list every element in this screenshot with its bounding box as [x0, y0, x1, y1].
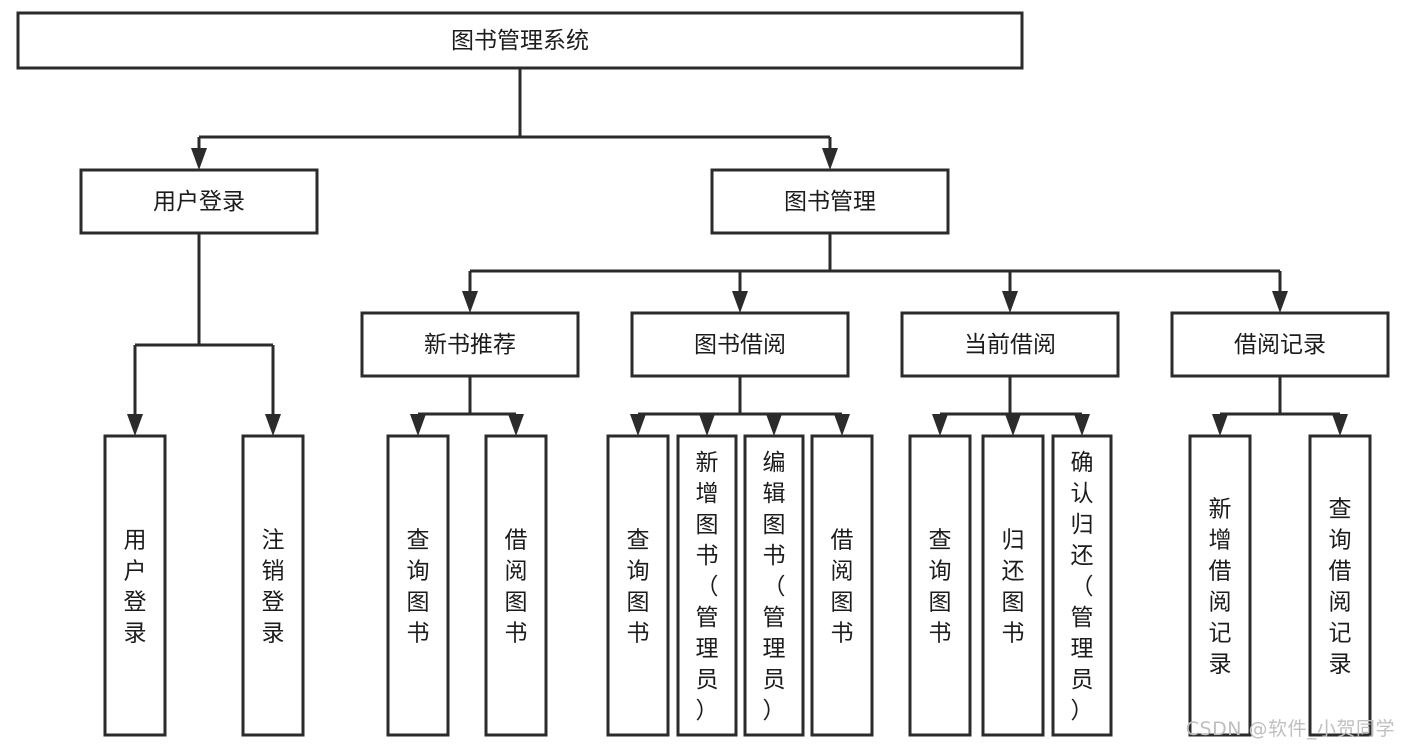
nodes-layer: 图书管理系统用户登录图书管理新书推荐图书借阅当前借阅借阅记录用户登录注销登录查询… [16, 11, 1390, 737]
node-leaf-query-book-3[interactable]: 查询图书 [908, 434, 972, 737]
node-leaf-borrow-book-2[interactable]: 借阅图书 [810, 434, 874, 737]
node-leaf-query-book-1[interactable]: 查询图书 [386, 434, 450, 737]
node-label: 用户登录 [124, 528, 147, 647]
node-book-borrow[interactable]: 图书借阅 [630, 311, 850, 378]
node-box[interactable] [360, 311, 580, 378]
node-leaf-query-record[interactable]: 查询借阅记录 [1308, 434, 1372, 737]
node-leaf-edit-book[interactable]: 编辑图书（管理员） [743, 434, 805, 737]
arrow-head [410, 414, 426, 436]
node-box[interactable] [16, 11, 1024, 70]
arrow-head [1074, 414, 1090, 436]
node-label: 确认归还（管理员） [1071, 450, 1094, 724]
arrow-head [1002, 291, 1018, 313]
node-box[interactable] [1308, 434, 1372, 737]
node-box[interactable] [1051, 434, 1113, 737]
arrow-head [766, 414, 782, 436]
arrow-head [508, 414, 524, 436]
node-label: 编辑图书（管理员） [763, 450, 786, 724]
node-leaf-user-login[interactable]: 用户登录 [103, 434, 167, 737]
node-box[interactable] [606, 434, 670, 737]
node-label: 当前借阅 [964, 332, 1056, 358]
arrow-head [732, 291, 748, 313]
arrow-head [1332, 414, 1348, 436]
node-label: 图书管理 [784, 189, 876, 215]
node-leaf-add-record[interactable]: 新增借阅记录 [1188, 434, 1252, 737]
edges-layer [127, 68, 1348, 436]
node-box[interactable] [810, 434, 874, 737]
node-new-book-rec[interactable]: 新书推荐 [360, 311, 580, 378]
arrow-head [630, 414, 646, 436]
arrow-head [932, 414, 948, 436]
node-box[interactable] [79, 168, 319, 235]
arrow-head [834, 414, 850, 436]
node-user-login[interactable]: 用户登录 [79, 168, 319, 235]
node-label: 注销登录 [262, 528, 285, 647]
node-current-borrow[interactable]: 当前借阅 [900, 311, 1120, 378]
arrow-head [699, 414, 715, 436]
node-label: 归还图书 [1002, 528, 1025, 647]
node-box[interactable] [386, 434, 450, 737]
node-leaf-borrow-book-1[interactable]: 借阅图书 [484, 434, 548, 737]
node-box[interactable] [908, 434, 972, 737]
node-leaf-add-book[interactable]: 新增图书（管理员） [676, 434, 738, 737]
node-label: 查询图书 [627, 528, 650, 647]
node-label: 新书推荐 [424, 332, 516, 358]
node-label: 查询图书 [407, 528, 430, 647]
node-leaf-query-book-2[interactable]: 查询图书 [606, 434, 670, 737]
arrow-head [462, 291, 478, 313]
node-label: 查询图书 [929, 528, 952, 647]
node-borrow-record[interactable]: 借阅记录 [1170, 311, 1390, 378]
node-label: 借阅图书 [505, 528, 528, 647]
arrow-head [1272, 291, 1288, 313]
arrow-head [127, 414, 143, 436]
node-label: 查询借阅记录 [1329, 497, 1352, 678]
arrow-head [1212, 414, 1228, 436]
node-box[interactable] [981, 434, 1045, 737]
csdn-watermark: CSDN @软件_小贺同学 [1185, 718, 1395, 740]
node-label: 图书借阅 [694, 332, 786, 358]
node-root[interactable]: 图书管理系统 [16, 11, 1024, 70]
node-box[interactable] [743, 434, 805, 737]
arrow-head [265, 414, 281, 436]
node-box[interactable] [103, 434, 167, 737]
node-label: 借阅记录 [1234, 332, 1326, 358]
arrow-head [1005, 414, 1021, 436]
node-box[interactable] [484, 434, 548, 737]
node-label: 新增图书（管理员） [696, 450, 719, 724]
node-box[interactable] [1188, 434, 1252, 737]
node-leaf-confirm-return[interactable]: 确认归还（管理员） [1051, 434, 1113, 737]
node-box[interactable] [900, 311, 1120, 378]
node-label: 借阅图书 [831, 528, 854, 647]
node-label: 新增借阅记录 [1209, 497, 1232, 678]
node-book-manage[interactable]: 图书管理 [710, 168, 950, 235]
node-label: 用户登录 [153, 189, 245, 215]
node-leaf-logout[interactable]: 注销登录 [241, 434, 305, 737]
node-box[interactable] [710, 168, 950, 235]
node-leaf-return-book[interactable]: 归还图书 [981, 434, 1045, 737]
node-label: 图书管理系统 [451, 28, 589, 54]
node-box[interactable] [241, 434, 305, 737]
node-box[interactable] [676, 434, 738, 737]
arrow-head [191, 148, 207, 170]
node-box[interactable] [1170, 311, 1390, 378]
arrow-head [822, 148, 838, 170]
node-box[interactable] [630, 311, 850, 378]
